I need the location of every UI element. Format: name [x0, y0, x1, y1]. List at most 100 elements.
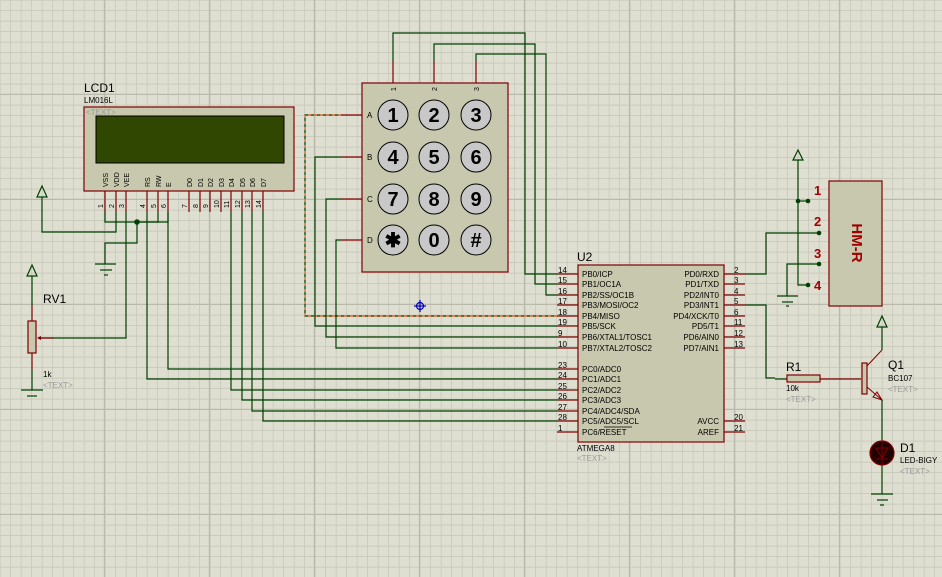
keypad-key-label: 5 [428, 147, 439, 169]
mcu-pin-number: 5 [734, 297, 739, 306]
resistor-body [786, 374, 821, 383]
mcu-pin-number: 19 [558, 318, 567, 327]
mcu-pin-name: PB6/XTAL1/TOSC1 [582, 333, 653, 342]
r1-text-label: <TEXT> [786, 395, 816, 404]
ground-icon [21, 389, 43, 397]
keypad-key-label: 3 [470, 105, 481, 127]
mcu-pin-number: 12 [734, 329, 743, 338]
mcu-pin-number: 4 [734, 287, 739, 296]
lcd-pin-number: 3 [119, 204, 126, 208]
keypad-column-label: 1 [391, 87, 398, 91]
keypad-row-label: A [367, 111, 373, 120]
r1-value-label: 10k [786, 384, 800, 393]
keypad-key-7[interactable]: 7 [377, 183, 409, 215]
lcd-pin-name: D6 [250, 178, 257, 187]
d1-text-label: <TEXT> [900, 467, 930, 476]
mcu-pin-name: PB0/ICP [582, 270, 613, 279]
ground-icon [777, 295, 798, 307]
lcd-part-label: LM016L [84, 96, 113, 105]
keypad-row-pins: A B C D [341, 111, 373, 245]
lcd-component[interactable]: LCD1 LM016L <TEXT> 1VSS2VDD3VEE4RS5RW6E7… [83, 81, 295, 212]
mcu-pin-number: 11 [734, 318, 743, 327]
q1-text-label: <TEXT> [888, 385, 918, 394]
mcu-pin-name: PC0/ADC0 [582, 365, 622, 374]
keypad-key-✱[interactable]: ✱ [377, 224, 409, 256]
lcd-text-label: <TEXT> [86, 108, 116, 117]
lcd-power-wires [40, 197, 169, 339]
keypad-key-9[interactable]: 9 [460, 183, 492, 215]
mcu-pin-number: 24 [558, 371, 567, 380]
mcu-pin-name: PD6/AIN0 [683, 333, 719, 342]
mcu-pin-number: 26 [558, 392, 567, 401]
lcd-pin-name: RS [145, 177, 152, 187]
mcu-ref-label: U2 [577, 250, 593, 264]
mcu-pin-number: 15 [558, 276, 567, 285]
mcu-pin-number: 10 [558, 340, 567, 349]
keypad-row-label: B [367, 153, 372, 162]
transistor-q1[interactable]: Q1 BC107 <TEXT> [861, 314, 918, 440]
lcd-pin-name: D1 [198, 178, 205, 187]
keypad-key-5[interactable]: 5 [418, 141, 450, 173]
lcd-pin-name: D5 [240, 178, 247, 187]
keypad-key-label: 4 [387, 147, 399, 169]
keypad-key-2[interactable]: 2 [418, 99, 450, 131]
led-d1[interactable]: D1 LED-BIGY <TEXT> [869, 440, 938, 506]
keypad-key-1[interactable]: 1 [377, 99, 409, 131]
mcu-pin-name: PB3/MOSI/OC2 [582, 301, 639, 310]
mcu-pin-number: 28 [558, 413, 567, 422]
mcu-right-pins: 2PD0/RXD3PD1/TXD4PD2/INT05PD3/INT16PD4/X… [673, 266, 745, 437]
mcu-pin-number: 23 [558, 361, 567, 370]
mcu-pin-name: PD3/INT1 [684, 301, 720, 310]
mcu-pin-number: 16 [558, 287, 567, 296]
hm-r-pin-number: 3 [814, 246, 821, 261]
lcd-pin-number: 1 [98, 204, 105, 208]
rv1-text-label: <TEXT> [43, 381, 73, 390]
resistor-r1[interactable]: R1 10k <TEXT> [775, 360, 861, 404]
mcu-pin-name: PD1/TXD [685, 280, 719, 289]
mcu-pin-name: PC6/RESET [582, 428, 627, 437]
lcd-pin-number: 5 [151, 204, 158, 208]
lcd-pin-name: RW [156, 175, 163, 187]
keypad-key-8[interactable]: 8 [418, 183, 450, 215]
keypad-key-label: 8 [428, 189, 439, 211]
hm-r-label: HM-R [848, 223, 865, 262]
potentiometer-rv1[interactable]: RV1 1k <TEXT> [21, 263, 73, 397]
mcu-body[interactable] [577, 264, 725, 443]
keypad-column-label: 3 [474, 87, 481, 91]
keypad-key-3[interactable]: 3 [460, 99, 492, 131]
mcu-pin-name: PC1/ADC1 [582, 375, 622, 384]
keypad-key-#[interactable]: # [460, 224, 492, 256]
keypad-row-label: C [367, 195, 373, 204]
keypad-column-pins: 1 2 3 [391, 62, 481, 91]
keypad-key-label: 1 [387, 105, 398, 127]
keypad-row-label: D [367, 236, 373, 245]
mcu-pin-name: PC3/ADC3 [582, 396, 622, 405]
mcu-pin-name: PD2/INT0 [684, 291, 720, 300]
mcu-pin-number: 2 [734, 266, 739, 275]
lcd-pin-name: D3 [219, 178, 226, 187]
lcd-pin-number: 14 [256, 200, 263, 208]
mcu-pin-name: PC5/ADC5/SCL [582, 417, 639, 426]
keypad-key-label: # [470, 230, 481, 252]
keypad-key-4[interactable]: 4 [377, 141, 409, 173]
mcu-pin-number: 6 [734, 308, 739, 317]
keypad-key-0[interactable]: 0 [418, 224, 450, 256]
highlighted-net[interactable] [304, 114, 557, 317]
mcu-part-label: ATMEGA8 [577, 444, 615, 453]
keypad-key-label: 9 [470, 189, 481, 211]
mcu-pin-name: PD5/T1 [692, 322, 720, 331]
hm-r-pin-number: 4 [814, 278, 822, 293]
q1-ref-label: Q1 [888, 358, 904, 372]
lcd-pin-number: 8 [193, 204, 200, 208]
keypad-row-wires [304, 114, 557, 349]
keypad-column-label: 2 [432, 87, 439, 91]
r1-ref-label: R1 [786, 360, 802, 374]
keypad-key-6[interactable]: 6 [460, 141, 492, 173]
hm-r-body[interactable] [828, 180, 883, 307]
